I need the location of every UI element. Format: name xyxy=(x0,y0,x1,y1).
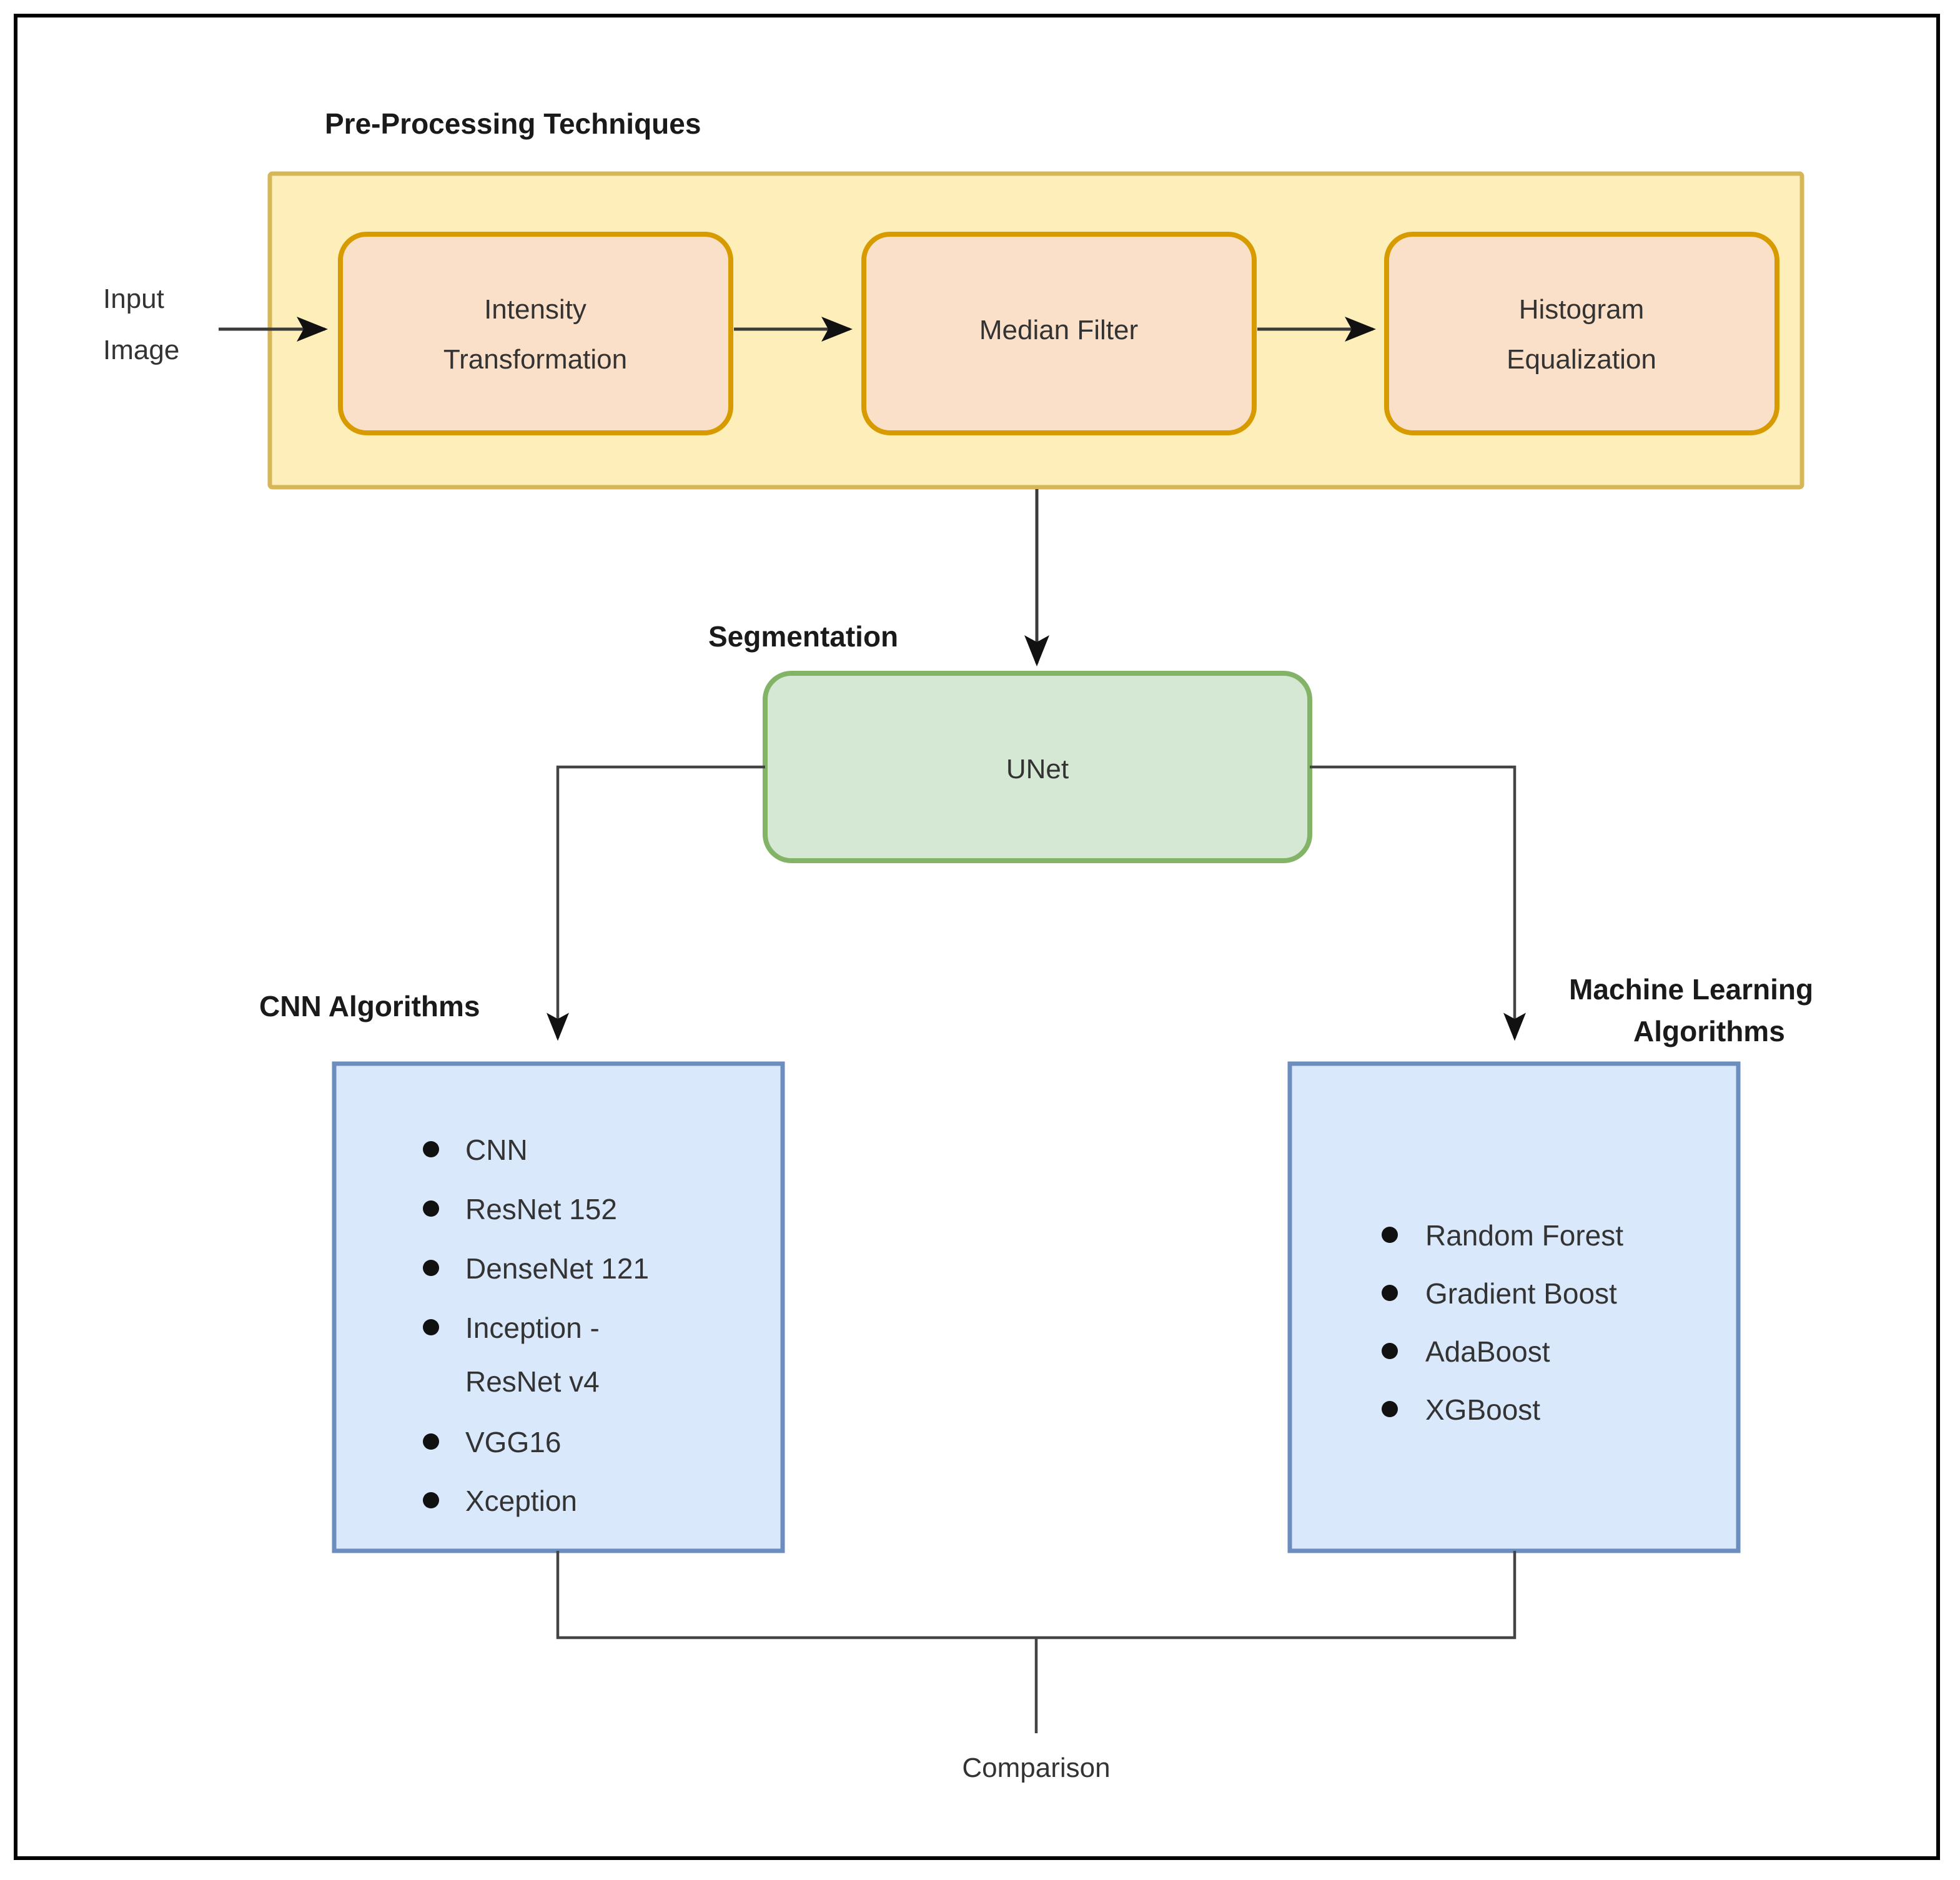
bullet-dot-icon xyxy=(1382,1227,1398,1243)
comparison-label: Comparison xyxy=(962,1753,1110,1783)
ml-list-item-0-line0: Random Forest xyxy=(1425,1219,1623,1252)
segmentation-node-label: UNet xyxy=(1006,754,1069,784)
ml-list-item-3-line0: XGBoost xyxy=(1425,1393,1540,1426)
preprocessing-title: Pre-Processing Techniques xyxy=(325,107,701,140)
input-image-label-line1: Input xyxy=(103,284,164,314)
cnn-list-item-4-line0: VGG16 xyxy=(465,1426,561,1458)
preprocess-step-label-histogram-line2: Equalization xyxy=(1507,344,1656,375)
ml-algorithms-title-line1: Machine Learning xyxy=(1569,973,1813,1006)
bullet-dot-icon xyxy=(423,1260,439,1276)
cnn-list-item-5-line0: Xception xyxy=(465,1485,577,1517)
preprocess-step-intensity-transformation[interactable] xyxy=(338,232,733,435)
bullet-dot-icon xyxy=(1382,1401,1398,1417)
bullet-dot-icon xyxy=(423,1319,439,1335)
bullet-dot-icon xyxy=(423,1200,439,1217)
ml-algorithms-list: Random Forest Gradient Boost AdaBoost XG… xyxy=(1382,1219,1623,1426)
preprocess-step-label-median: Median Filter xyxy=(979,315,1138,345)
input-image-label-line2: Image xyxy=(103,335,179,365)
edge-unet-to-ml-algorithms xyxy=(1310,765,1526,1041)
cnn-list-item-3-line0: Inception - xyxy=(465,1312,600,1344)
bullet-dot-icon xyxy=(423,1433,439,1450)
preprocess-step-histogram-equalization[interactable] xyxy=(1384,232,1779,435)
preprocess-step-label-intensity-line1: Intensity xyxy=(484,294,587,325)
cnn-algorithms-box[interactable] xyxy=(332,1061,785,1553)
bullet-dot-icon xyxy=(1382,1343,1398,1359)
edge-unet-to-cnn-algorithms xyxy=(547,765,765,1041)
bullet-dot-icon xyxy=(423,1141,439,1157)
ml-algorithms-title-line2: Algorithms xyxy=(1633,1015,1785,1047)
cnn-list-item-1-line0: ResNet 152 xyxy=(465,1193,617,1225)
cnn-list-item-3-line1: ResNet v4 xyxy=(465,1365,600,1398)
cnn-list-item-2-line0: DenseNet 121 xyxy=(465,1252,649,1285)
segmentation-title: Segmentation xyxy=(708,620,898,653)
preprocess-step-label-intensity-line2: Transformation xyxy=(443,344,627,375)
cnn-algorithms-title: CNN Algorithms xyxy=(259,990,480,1022)
cnn-list-item-0-line0: CNN xyxy=(465,1134,528,1166)
preprocess-step-median-filter[interactable] xyxy=(861,232,1257,435)
ml-list-item-1-line0: Gradient Boost xyxy=(1425,1277,1617,1310)
ml-algorithms-box[interactable] xyxy=(1287,1061,1741,1553)
ml-list-item-2-line0: AdaBoost xyxy=(1425,1335,1550,1368)
edge-algorithms-join xyxy=(556,1551,1517,1640)
bullet-dot-icon xyxy=(423,1492,439,1508)
bullet-dot-icon xyxy=(1382,1285,1398,1301)
cnn-algorithms-list: CNN ResNet 152 DenseNet 121 Inception - … xyxy=(423,1134,649,1517)
preprocess-step-label-histogram-line1: Histogram xyxy=(1519,294,1645,325)
